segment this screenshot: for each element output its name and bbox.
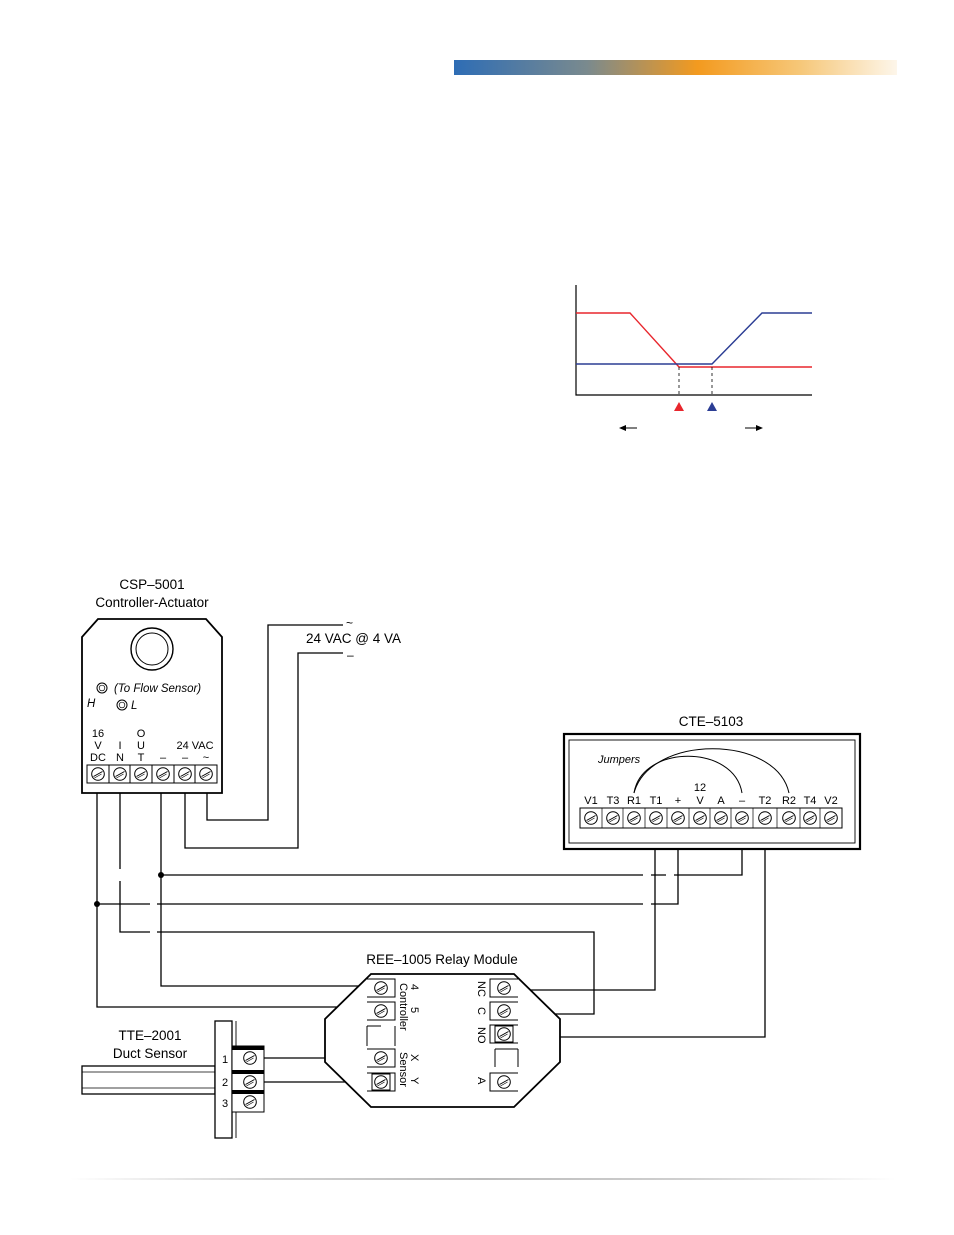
ree-y-terminal xyxy=(372,1074,390,1090)
jumpers-label: Jumpers xyxy=(597,754,641,766)
csp-5001-controller: CSP–5001 Controller-Actuator (To Flow Se… xyxy=(82,577,222,793)
ree-term-a: A xyxy=(475,1077,487,1085)
tte-term-3: 3 xyxy=(222,1098,228,1110)
ree-1005-relay-module: REE–1005 Relay Module Controller 4 5 xyxy=(325,952,560,1107)
ree-term-no: NO xyxy=(475,1027,487,1044)
csp-24vac-label: 24 VAC xyxy=(176,740,213,752)
tte-subtitle: Duct Sensor xyxy=(113,1046,188,1061)
ree-term-x: X xyxy=(408,1054,420,1062)
csp-subtitle: Controller-Actuator xyxy=(95,595,209,610)
cooling-setpoint-marker xyxy=(707,402,717,411)
cte-term-minus: – xyxy=(739,795,746,807)
csp-t1-line1: 16 xyxy=(92,728,104,740)
cte-term-r2: R2 xyxy=(782,795,796,807)
csp-terminal-strip xyxy=(87,765,217,783)
ree-controller-label: Controller xyxy=(397,983,409,1031)
cte-term-t3: T3 xyxy=(607,795,620,807)
csp-title: CSP–5001 xyxy=(119,577,184,592)
csp-t3-line2: U xyxy=(137,740,145,752)
flow-sensor-label: (To Flow Sensor) xyxy=(114,683,201,695)
csp-t2-line1: I xyxy=(118,740,121,752)
csp-t3-line3: T xyxy=(138,752,145,764)
port-l-label: L xyxy=(131,700,137,712)
ree-sensor-label: Sensor xyxy=(397,1052,409,1087)
cte-5103-thermostat: CTE–5103 Jumpers 12 V1 T3 R1 T1 + V A – … xyxy=(564,714,860,849)
wire-in xyxy=(120,775,594,1014)
cte-term-t1: T1 xyxy=(650,795,663,807)
tte-2001-duct-sensor: TTE–2001 Duct Sensor 1 2 3 xyxy=(82,1021,264,1138)
tte-title: TTE–2001 xyxy=(118,1028,181,1043)
power-label: 24 VAC @ 4 VA xyxy=(306,631,401,646)
csp-t6-label: ~ xyxy=(203,752,209,764)
cte-term-a: A xyxy=(717,795,725,807)
graph-axes xyxy=(576,285,812,395)
cte-term-v2: V2 xyxy=(824,795,837,807)
csp-t4-label: – xyxy=(160,752,167,764)
footer-rule xyxy=(70,1178,896,1180)
csp-t1-line2: V xyxy=(94,740,102,752)
cooling-curve xyxy=(576,313,812,364)
csp-t5-label: – xyxy=(182,752,189,764)
heating-setpoint-marker xyxy=(674,402,684,411)
port-h-icon xyxy=(97,683,107,693)
ree-term-5: 5 xyxy=(408,1007,420,1013)
ree-no-terminal xyxy=(495,1026,513,1042)
setpoint-graph xyxy=(576,285,812,428)
cte-term-v: V xyxy=(696,795,704,807)
cte-outer-housing xyxy=(564,734,860,849)
port-h-label: H xyxy=(87,698,96,710)
port-l-icon xyxy=(117,700,127,710)
power-tilde: ~ xyxy=(346,616,353,630)
tte-term-1: 1 xyxy=(222,1054,228,1066)
csp-t2-line2: N xyxy=(116,752,124,764)
wire-common xyxy=(161,775,367,986)
cte-term-v1: V1 xyxy=(584,795,597,807)
tte-term-2: 2 xyxy=(222,1077,228,1089)
ree-term-4: 4 xyxy=(408,984,420,990)
cte-title: CTE–5103 xyxy=(679,714,744,729)
csp-t1-line3: DC xyxy=(90,752,106,764)
power-supply: ~ 24 VAC @ 4 VA – xyxy=(306,616,401,662)
cte-12-label: 12 xyxy=(694,782,706,794)
ree-title: REE–1005 Relay Module xyxy=(366,952,518,967)
cte-term-t4: T4 xyxy=(804,795,817,807)
cte-term-r1: R1 xyxy=(627,795,641,807)
ree-term-nc: NC xyxy=(475,981,487,997)
ree-housing xyxy=(325,974,560,1107)
power-wire-hot xyxy=(207,625,343,820)
ree-term-c: C xyxy=(475,1007,487,1015)
duct-probe xyxy=(82,1066,215,1094)
wire-16vdc xyxy=(97,775,367,1007)
cte-term-t2: T2 xyxy=(759,795,772,807)
cte-term-plus: + xyxy=(675,795,681,807)
csp-t3-line1: O xyxy=(137,728,146,740)
ree-term-y: Y xyxy=(408,1077,420,1085)
heating-curve xyxy=(576,313,812,367)
power-dash: – xyxy=(347,648,354,662)
